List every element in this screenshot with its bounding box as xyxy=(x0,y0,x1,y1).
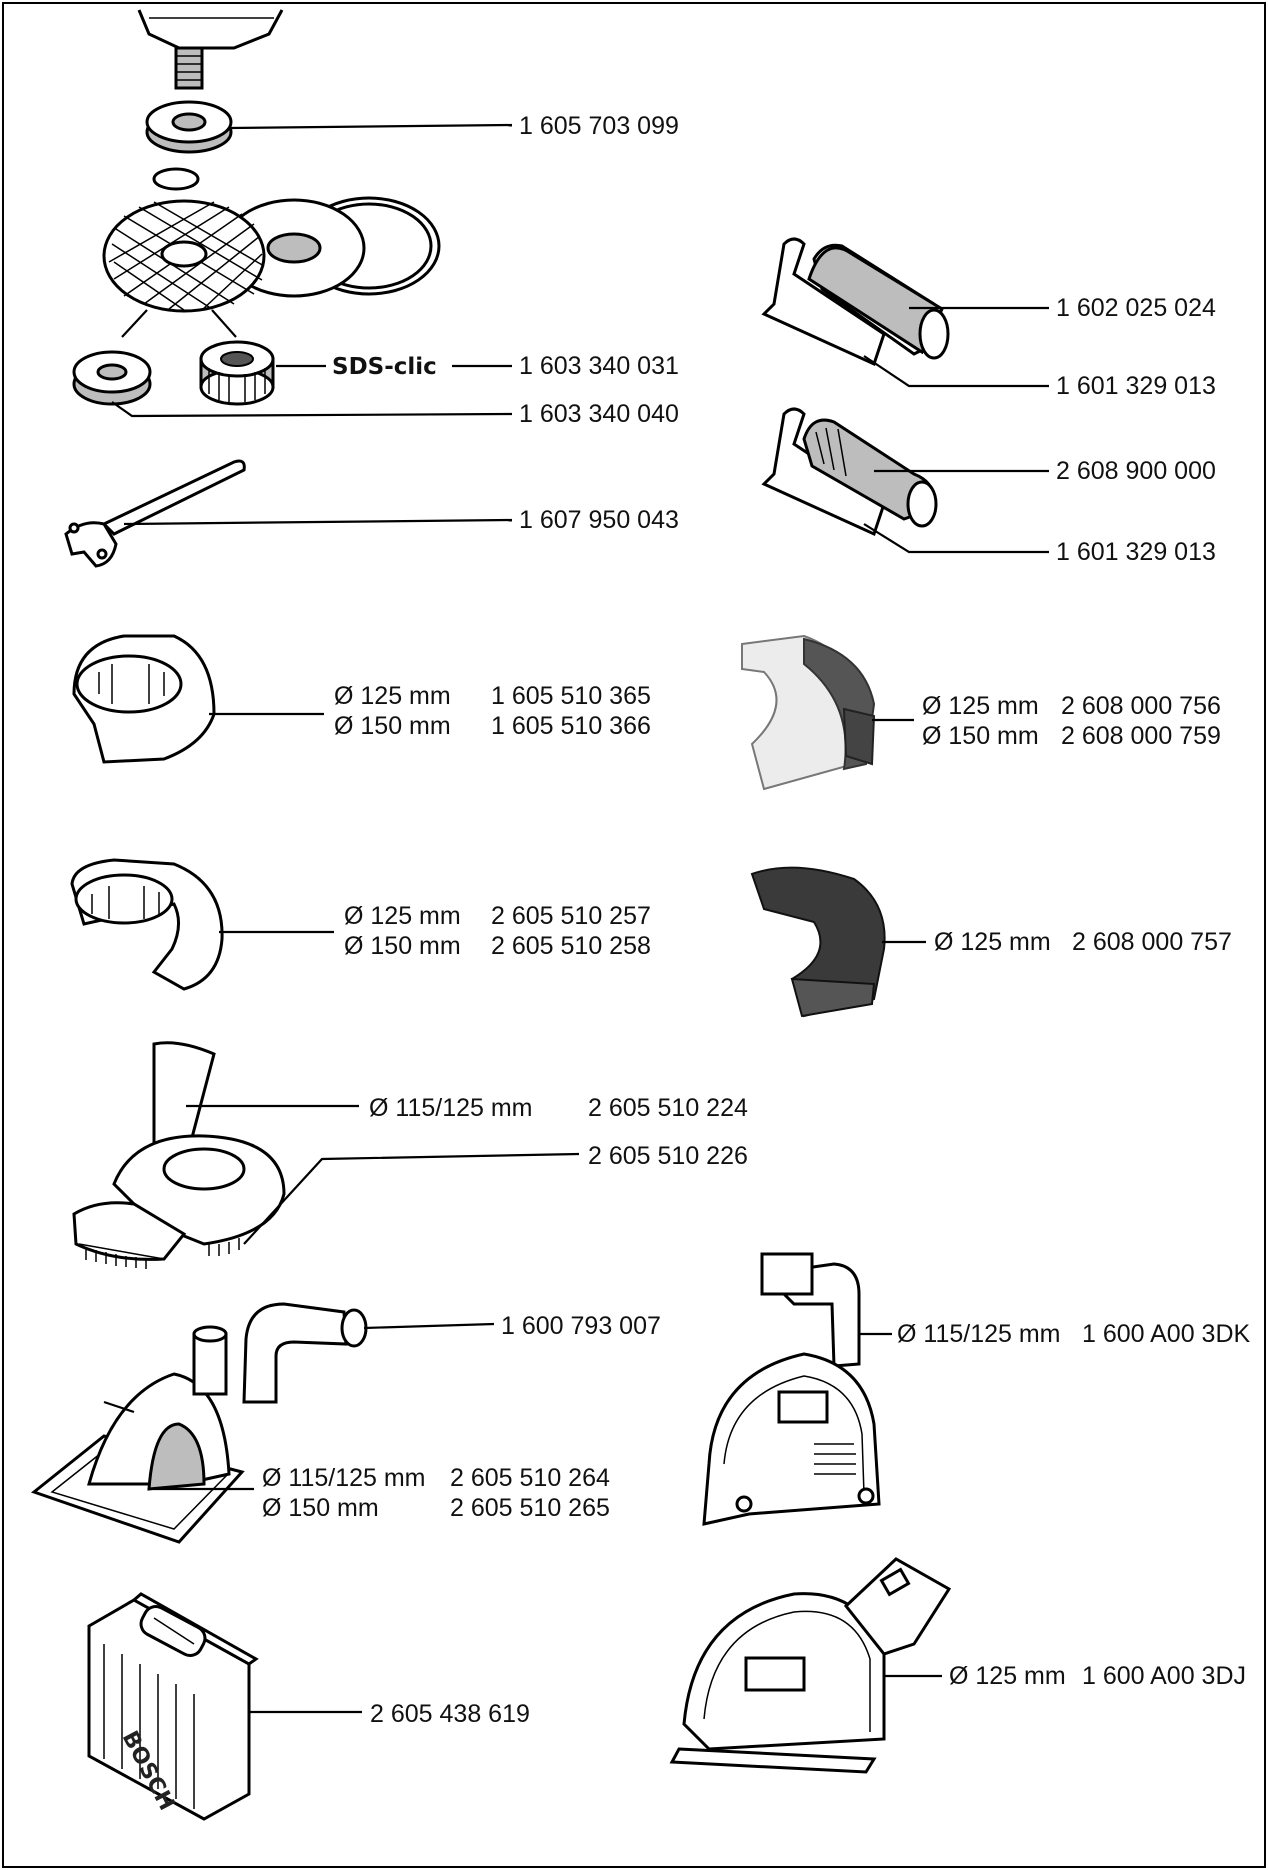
spanner-leader xyxy=(123,518,513,526)
cutting-guide-illustration xyxy=(30,1325,245,1544)
protection-guard-illustration xyxy=(741,634,876,791)
grinding-guard-125-number: 1 605 510 365 xyxy=(491,682,651,710)
vibration-bracket-leader xyxy=(863,523,1049,554)
flange-illustration xyxy=(145,100,233,154)
cutting-guide-115-size: Ø 115/125 mm xyxy=(262,1464,426,1492)
elbow-adapter-illustration xyxy=(242,1302,368,1404)
discs-illustration xyxy=(102,196,441,313)
extraction-hood-number: 2 605 510 224 xyxy=(588,1094,748,1122)
aux-handle-part-number: 1 602 025 024 xyxy=(1056,294,1216,322)
cutting-guide-150-size: Ø 150 mm xyxy=(262,1494,379,1522)
sds-clic-logo: SDS-clic xyxy=(332,354,437,380)
spindle-illustration xyxy=(137,9,284,90)
flange-leader xyxy=(228,123,513,130)
vibration-handle-illustration xyxy=(761,407,938,537)
sds-clic-nut-illustration xyxy=(199,340,275,406)
protection-guard-125-size: Ø 125 mm xyxy=(922,692,1039,720)
grinding-guard-125-size: Ø 125 mm xyxy=(334,682,451,710)
o-ring-illustration xyxy=(152,167,200,191)
aux-bracket-part-number: 1 601 329 013 xyxy=(1056,372,1216,400)
clamp-nut-illustration xyxy=(72,350,152,406)
clamp-nut-leader xyxy=(111,401,513,418)
cutting-guide-150-number: 2 605 510 265 xyxy=(450,1494,610,1522)
carry-case-illustration xyxy=(87,1592,259,1821)
protection-guard-125-number: 2 608 000 756 xyxy=(1061,692,1221,720)
sds-nut-part-number: 1 603 340 031 xyxy=(519,352,679,380)
dark-guard-illustration xyxy=(750,866,886,1018)
aux-handle-illustration xyxy=(761,237,950,367)
carry-case-number: 2 605 438 619 xyxy=(370,1700,530,1728)
extraction-hood-size: Ø 115/125 mm xyxy=(369,1094,533,1122)
grinding-guard-150-size: Ø 150 mm xyxy=(334,712,451,740)
spanner-illustration xyxy=(64,459,246,568)
cutting-guard-150-number: 2 605 510 258 xyxy=(491,932,651,960)
vibration-bracket-part-number: 1 601 329 013 xyxy=(1056,538,1216,566)
disc-leader-right xyxy=(211,309,237,338)
protection-guard-150-size: Ø 150 mm xyxy=(922,722,1039,750)
aux-bracket-leader xyxy=(863,355,1049,388)
dark-guard-number: 2 608 000 757 xyxy=(1072,928,1232,956)
cutting-guard-125-size: Ø 125 mm xyxy=(344,902,461,930)
extraction-hood-illustration xyxy=(72,1041,286,1269)
extraction-cutting-hood-2-number: 1 600 A00 3DJ xyxy=(1082,1662,1246,1690)
extraction-cutting-hood-illustration xyxy=(702,1252,881,1526)
elbow-adapter-number: 1 600 793 007 xyxy=(501,1312,661,1340)
extraction-cutting-hood-2-size: Ø 125 mm xyxy=(949,1662,1066,1690)
protection-guard-150-number: 2 608 000 759 xyxy=(1061,722,1221,750)
vibration-handle-part-number: 2 608 900 000 xyxy=(1056,457,1216,485)
extraction-cutting-hood-2-illustration xyxy=(669,1557,952,1774)
cutting-guide-115-number: 2 605 510 264 xyxy=(450,1464,610,1492)
accessory-diagram: 1 605 703 099 SDS-clic 1 603 340 031 1 6… xyxy=(30,9,1251,1821)
extraction-cutting-hood-size: Ø 115/125 mm xyxy=(897,1320,1061,1348)
spanner-part-number: 1 607 950 043 xyxy=(519,506,679,534)
grinding-guard-illustration xyxy=(72,634,216,764)
clamp-nut-part-number: 1 603 340 040 xyxy=(519,400,679,428)
grinding-guard-150-number: 1 605 510 366 xyxy=(491,712,651,740)
disc-leader-left xyxy=(121,309,148,338)
dark-guard-size: Ø 125 mm xyxy=(934,928,1051,956)
elbow-adapter-leader xyxy=(363,1322,495,1330)
cutting-guard-illustration xyxy=(70,858,224,991)
flange-part-number: 1 605 703 099 xyxy=(519,112,679,140)
extraction-brush-number: 2 605 510 226 xyxy=(588,1142,748,1170)
extraction-brush-leader xyxy=(243,1152,580,1245)
cutting-guard-125-number: 2 605 510 257 xyxy=(491,902,651,930)
cutting-guard-150-size: Ø 150 mm xyxy=(344,932,461,960)
extraction-cutting-hood-number: 1 600 A00 3DK xyxy=(1082,1320,1251,1348)
